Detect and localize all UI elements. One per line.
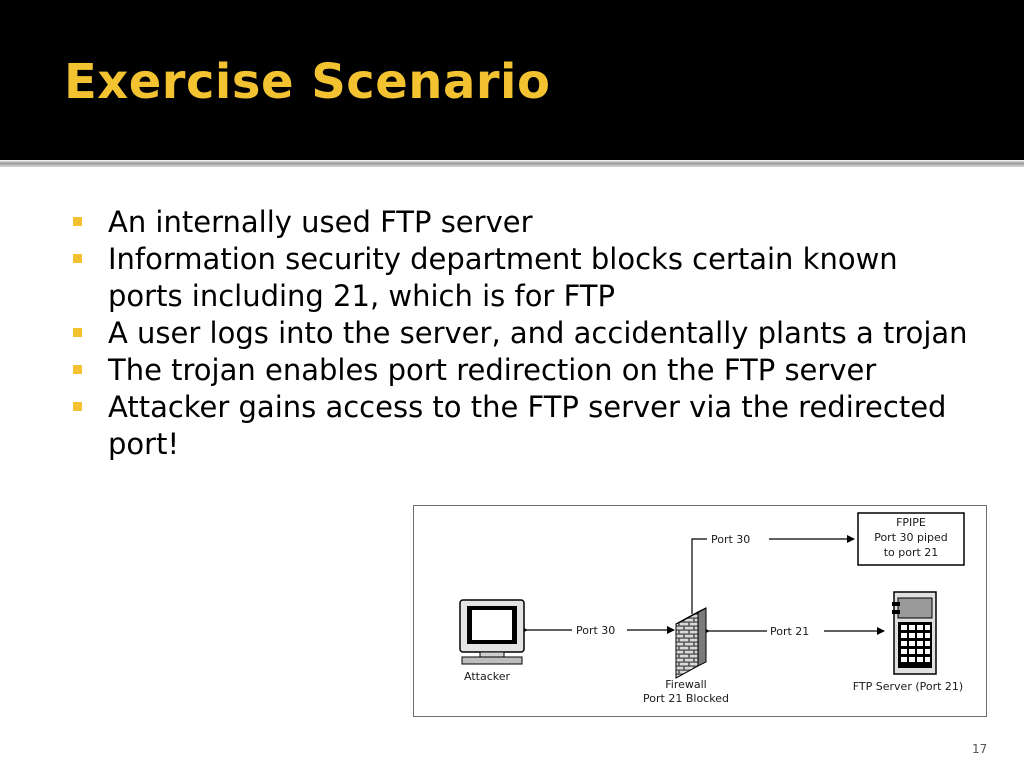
ftp-server-label: FTP Server (Port 21) (853, 680, 963, 693)
title-bar: Exercise Scenario (0, 0, 1024, 160)
monitor-icon (459, 599, 525, 665)
bullet-list: An internally used FTP server Informatio… (70, 204, 970, 463)
fpipe-line-1: FPIPE (896, 516, 926, 529)
bullet-square-icon (73, 402, 82, 411)
bullet-item: An internally used FTP server (70, 204, 970, 241)
fpipe-line-2: Port 30 piped (874, 531, 948, 544)
bullet-item: The trojan enables port redirection on t… (70, 352, 970, 389)
attacker-label: Attacker (464, 670, 510, 683)
connector-lines (520, 535, 885, 635)
bullet-item: Information security department blocks c… (70, 241, 970, 315)
page-number: 17 (972, 742, 988, 756)
server-link-label: Port 21 (770, 625, 809, 638)
bullet-text: An internally used FTP server (108, 205, 533, 239)
slide-title: Exercise Scenario (64, 54, 551, 110)
bullet-item: Attacker gains access to the FTP server … (70, 389, 970, 463)
port-redirection-diagram: Port 30 Port 30 Port 21 FPIPE Port 30 pi… (413, 505, 987, 717)
bullet-square-icon (73, 254, 82, 263)
brick-wall-icon (675, 607, 707, 679)
bullet-square-icon (73, 365, 82, 374)
bullet-item: A user logs into the server, and acciden… (70, 315, 970, 352)
firewall-label-line-2: Port 21 Blocked (643, 692, 729, 705)
fpipe-line-3: to port 21 (884, 546, 939, 559)
bullet-square-icon (73, 328, 82, 337)
attacker-link-label: Port 30 (576, 624, 615, 637)
bullet-text: Attacker gains access to the FTP server … (108, 390, 947, 461)
bullet-text: A user logs into the server, and acciden… (108, 316, 968, 350)
top-link-label: Port 30 (711, 533, 750, 546)
firewall-label-line-1: Firewall (665, 678, 706, 691)
bullet-text: Information security department blocks c… (108, 242, 898, 313)
fpipe-box: FPIPE Port 30 piped to port 21 (857, 512, 965, 566)
bullet-text: The trojan enables port redirection on t… (108, 353, 877, 387)
server-tower-icon (892, 591, 937, 675)
bullet-square-icon (73, 217, 82, 226)
title-divider (0, 160, 1024, 167)
